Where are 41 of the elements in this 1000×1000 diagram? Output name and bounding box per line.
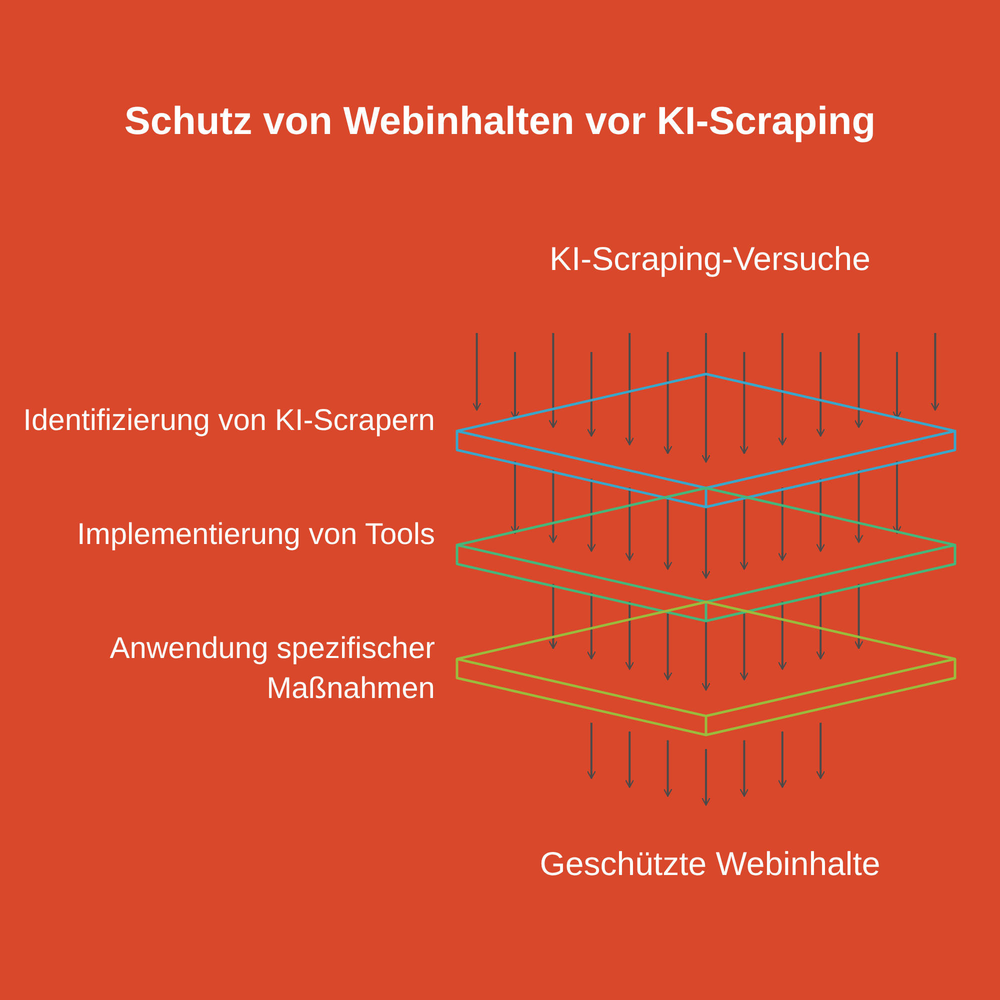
arrow xyxy=(625,732,634,788)
flow-label: Geschützte Webinhalte xyxy=(538,845,882,883)
arrow xyxy=(778,333,787,446)
title: Schutz von Webinhalten vor KI-Scraping xyxy=(123,100,877,144)
arrow xyxy=(586,478,596,552)
arrow xyxy=(740,352,749,454)
arrow xyxy=(930,333,940,411)
layer-label: Implementierung von Tools xyxy=(76,517,435,553)
arrow xyxy=(625,333,634,446)
flow-label: KI-Scraping-Versuche xyxy=(548,240,872,278)
arrow xyxy=(701,749,711,806)
layer-label: Anwendung spezifischer Maßnahmen xyxy=(108,631,435,707)
arrow xyxy=(472,333,482,411)
arrow xyxy=(548,470,558,543)
arrow xyxy=(586,352,596,437)
arrow xyxy=(701,505,711,579)
arrow xyxy=(854,584,864,649)
arrow xyxy=(586,722,596,779)
arrow xyxy=(816,592,826,660)
arrow xyxy=(586,592,596,660)
arrow xyxy=(816,352,826,437)
arrow xyxy=(854,333,864,428)
arrow xyxy=(778,602,787,670)
arrow xyxy=(625,602,634,670)
arrow xyxy=(854,470,864,543)
arrow xyxy=(510,352,520,420)
layer-label: Identifizierung von KI-Scrapern xyxy=(22,403,435,439)
arrow xyxy=(625,488,634,561)
arrow xyxy=(740,740,749,797)
arrow xyxy=(701,333,711,463)
arrow xyxy=(663,740,672,797)
arrow xyxy=(701,619,711,691)
arrow xyxy=(778,732,787,788)
arrow xyxy=(548,333,558,428)
arrow xyxy=(892,352,902,420)
arrow xyxy=(663,352,672,454)
arrow xyxy=(816,478,826,552)
arrow xyxy=(548,584,558,649)
arrow xyxy=(816,722,826,779)
arrow xyxy=(892,461,902,534)
arrow xyxy=(778,488,787,561)
